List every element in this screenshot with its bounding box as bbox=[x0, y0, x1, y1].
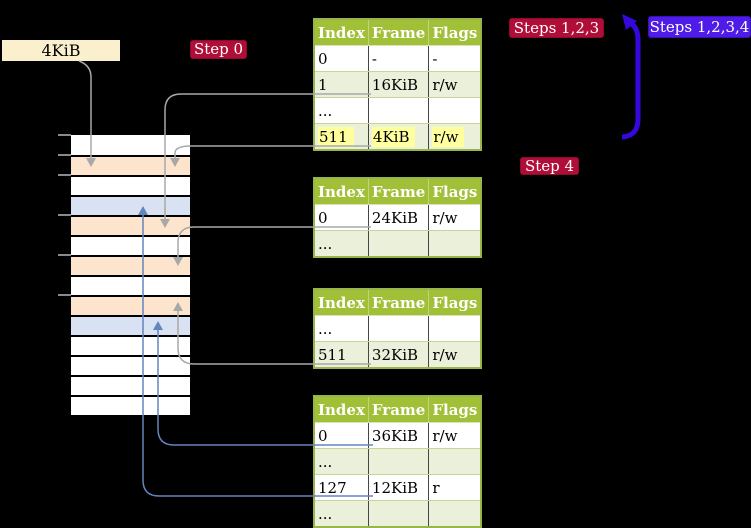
table-header-cell: Frame bbox=[368, 289, 430, 316]
table-cell: 0 bbox=[314, 422, 369, 449]
table-cell: 127 bbox=[314, 474, 369, 501]
memory-row-white bbox=[71, 175, 190, 195]
table-cell bbox=[368, 500, 430, 527]
memory-row-white bbox=[71, 355, 190, 375]
table-cell bbox=[428, 448, 482, 475]
table-cell: 511 bbox=[314, 341, 369, 368]
steps1234-badge: Steps 1,2,3,4 bbox=[648, 16, 751, 38]
table-header-cell: Index bbox=[314, 178, 369, 205]
table-cell bbox=[428, 500, 482, 527]
step4-badge: Step 4 bbox=[520, 157, 579, 175]
table-cell: - bbox=[368, 45, 430, 72]
memory-row-white bbox=[71, 335, 190, 355]
memory-row-white bbox=[71, 375, 190, 395]
table-cell: r bbox=[428, 474, 482, 501]
table-header-cell: Flags bbox=[428, 178, 482, 205]
table-cell bbox=[428, 315, 482, 342]
table-row: ... bbox=[314, 230, 482, 257]
table-header-cell: Frame bbox=[368, 396, 430, 423]
table-header-cell: Flags bbox=[428, 289, 482, 316]
table-row: 511 4KiB r/w bbox=[314, 123, 482, 150]
table-cell: - bbox=[428, 45, 482, 72]
table-cell bbox=[428, 230, 482, 257]
steps123-badge: Steps 1,2,3 bbox=[509, 18, 604, 38]
highlighted-value: 511 bbox=[318, 126, 354, 147]
table-cell: 12KiB bbox=[368, 474, 430, 501]
table-header-cell: Index bbox=[314, 396, 369, 423]
table-cell: 24KiB bbox=[368, 204, 430, 231]
memory-column bbox=[71, 135, 190, 415]
table-row: ... bbox=[314, 97, 482, 124]
table-cell: 4KiB bbox=[368, 123, 430, 150]
highlighted-value: r/w bbox=[432, 126, 465, 147]
step0-badge: Step 0 bbox=[190, 40, 247, 59]
table-cell: 36KiB bbox=[368, 422, 430, 449]
table-cell: 1 bbox=[314, 71, 369, 98]
table-header-cell: Flags bbox=[428, 19, 482, 46]
table-cell bbox=[368, 448, 430, 475]
table-cell: 32KiB bbox=[368, 341, 430, 368]
table-header-cell: Flags bbox=[428, 396, 482, 423]
memory-row-white bbox=[71, 395, 190, 415]
memory-row-orange bbox=[71, 295, 190, 315]
table-cell: 0 bbox=[314, 204, 369, 231]
table-cell: 511 bbox=[314, 123, 369, 150]
table-header-cell: Frame bbox=[368, 19, 430, 46]
memory-row-blue bbox=[71, 315, 190, 335]
table-row: ... bbox=[314, 500, 482, 527]
table-header-cell: Frame bbox=[368, 178, 430, 205]
table-cell: r/w bbox=[428, 123, 482, 150]
table-cell: r/w bbox=[428, 422, 482, 449]
table-header-cell: Index bbox=[314, 289, 369, 316]
table-cell bbox=[368, 315, 430, 342]
table-row: ... bbox=[314, 315, 482, 342]
table-row: 0-- bbox=[314, 45, 482, 72]
table-cell: 16KiB bbox=[368, 71, 430, 98]
table-cell bbox=[428, 97, 482, 124]
memory-row-white bbox=[71, 275, 190, 295]
table-cell: r/w bbox=[428, 204, 482, 231]
table-cell: ... bbox=[314, 500, 369, 527]
memory-row-orange bbox=[71, 255, 190, 275]
table-cell: ... bbox=[314, 97, 369, 124]
table-cell: ... bbox=[314, 230, 369, 257]
table-cell bbox=[368, 97, 430, 124]
page-size-label: 4KiB bbox=[2, 40, 120, 61]
table-cell: r/w bbox=[428, 341, 482, 368]
highlighted-value: 4KiB bbox=[371, 126, 416, 147]
steps-loop-arrowhead bbox=[622, 14, 637, 30]
memory-row-white bbox=[71, 235, 190, 255]
table-cell: ... bbox=[314, 315, 369, 342]
memory-row-white bbox=[71, 135, 190, 155]
table-header-cell: Index bbox=[314, 19, 369, 46]
memory-row-orange bbox=[71, 215, 190, 235]
memory-tick-marks bbox=[58, 134, 71, 296]
table-cell: 0 bbox=[314, 45, 369, 72]
steps-loop-arrow bbox=[621, 20, 641, 140]
table-cell: ... bbox=[314, 448, 369, 475]
table-cell: r/w bbox=[428, 71, 482, 98]
table-row: ... bbox=[314, 448, 482, 475]
memory-row-orange bbox=[71, 155, 190, 175]
table-cell bbox=[368, 230, 430, 257]
memory-row-blue bbox=[71, 195, 190, 215]
